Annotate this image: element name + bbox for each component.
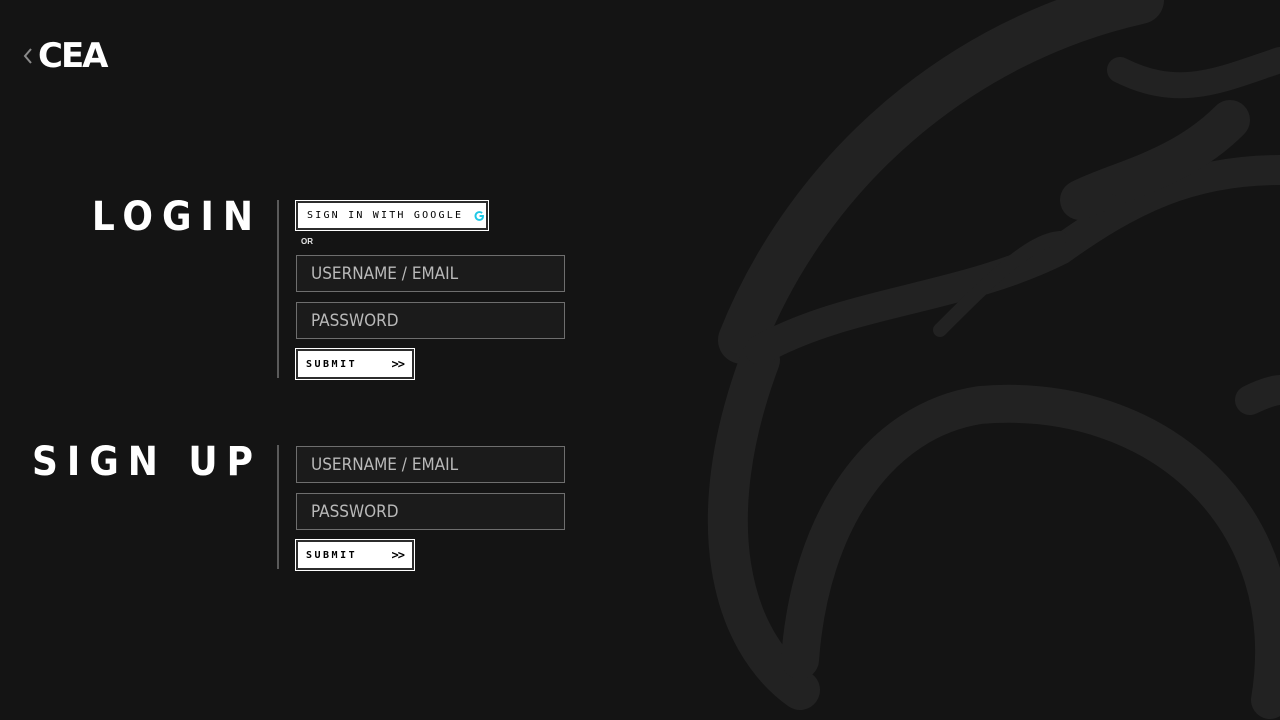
sign-in-with-google-button[interactable]: SIGN IN WITH GOOGLE [295,200,489,231]
google-button-label: SIGN IN WITH GOOGLE [307,210,464,221]
google-icon [474,210,485,221]
login-username-field[interactable] [296,255,565,292]
signup-password-field[interactable] [296,493,565,530]
chevron-left-icon[interactable] [20,46,36,66]
login-divider [277,200,279,378]
signup-username-field[interactable] [296,446,565,483]
login-submit-button[interactable]: SUBMIT >> [295,348,415,380]
or-separator: OR [301,237,313,246]
signup-divider [277,445,279,569]
submit-label: SUBMIT [306,358,358,370]
double-chevron-right-icon: >> [391,548,405,562]
logo[interactable]: CEA [38,36,108,76]
submit-label: SUBMIT [306,549,358,561]
login-title: LOGIN [91,194,262,240]
signup-submit-button[interactable]: SUBMIT >> [295,539,415,571]
signup-title: SIGN UP [31,439,262,485]
login-password-field[interactable] [296,302,565,339]
double-chevron-right-icon: >> [391,357,405,371]
